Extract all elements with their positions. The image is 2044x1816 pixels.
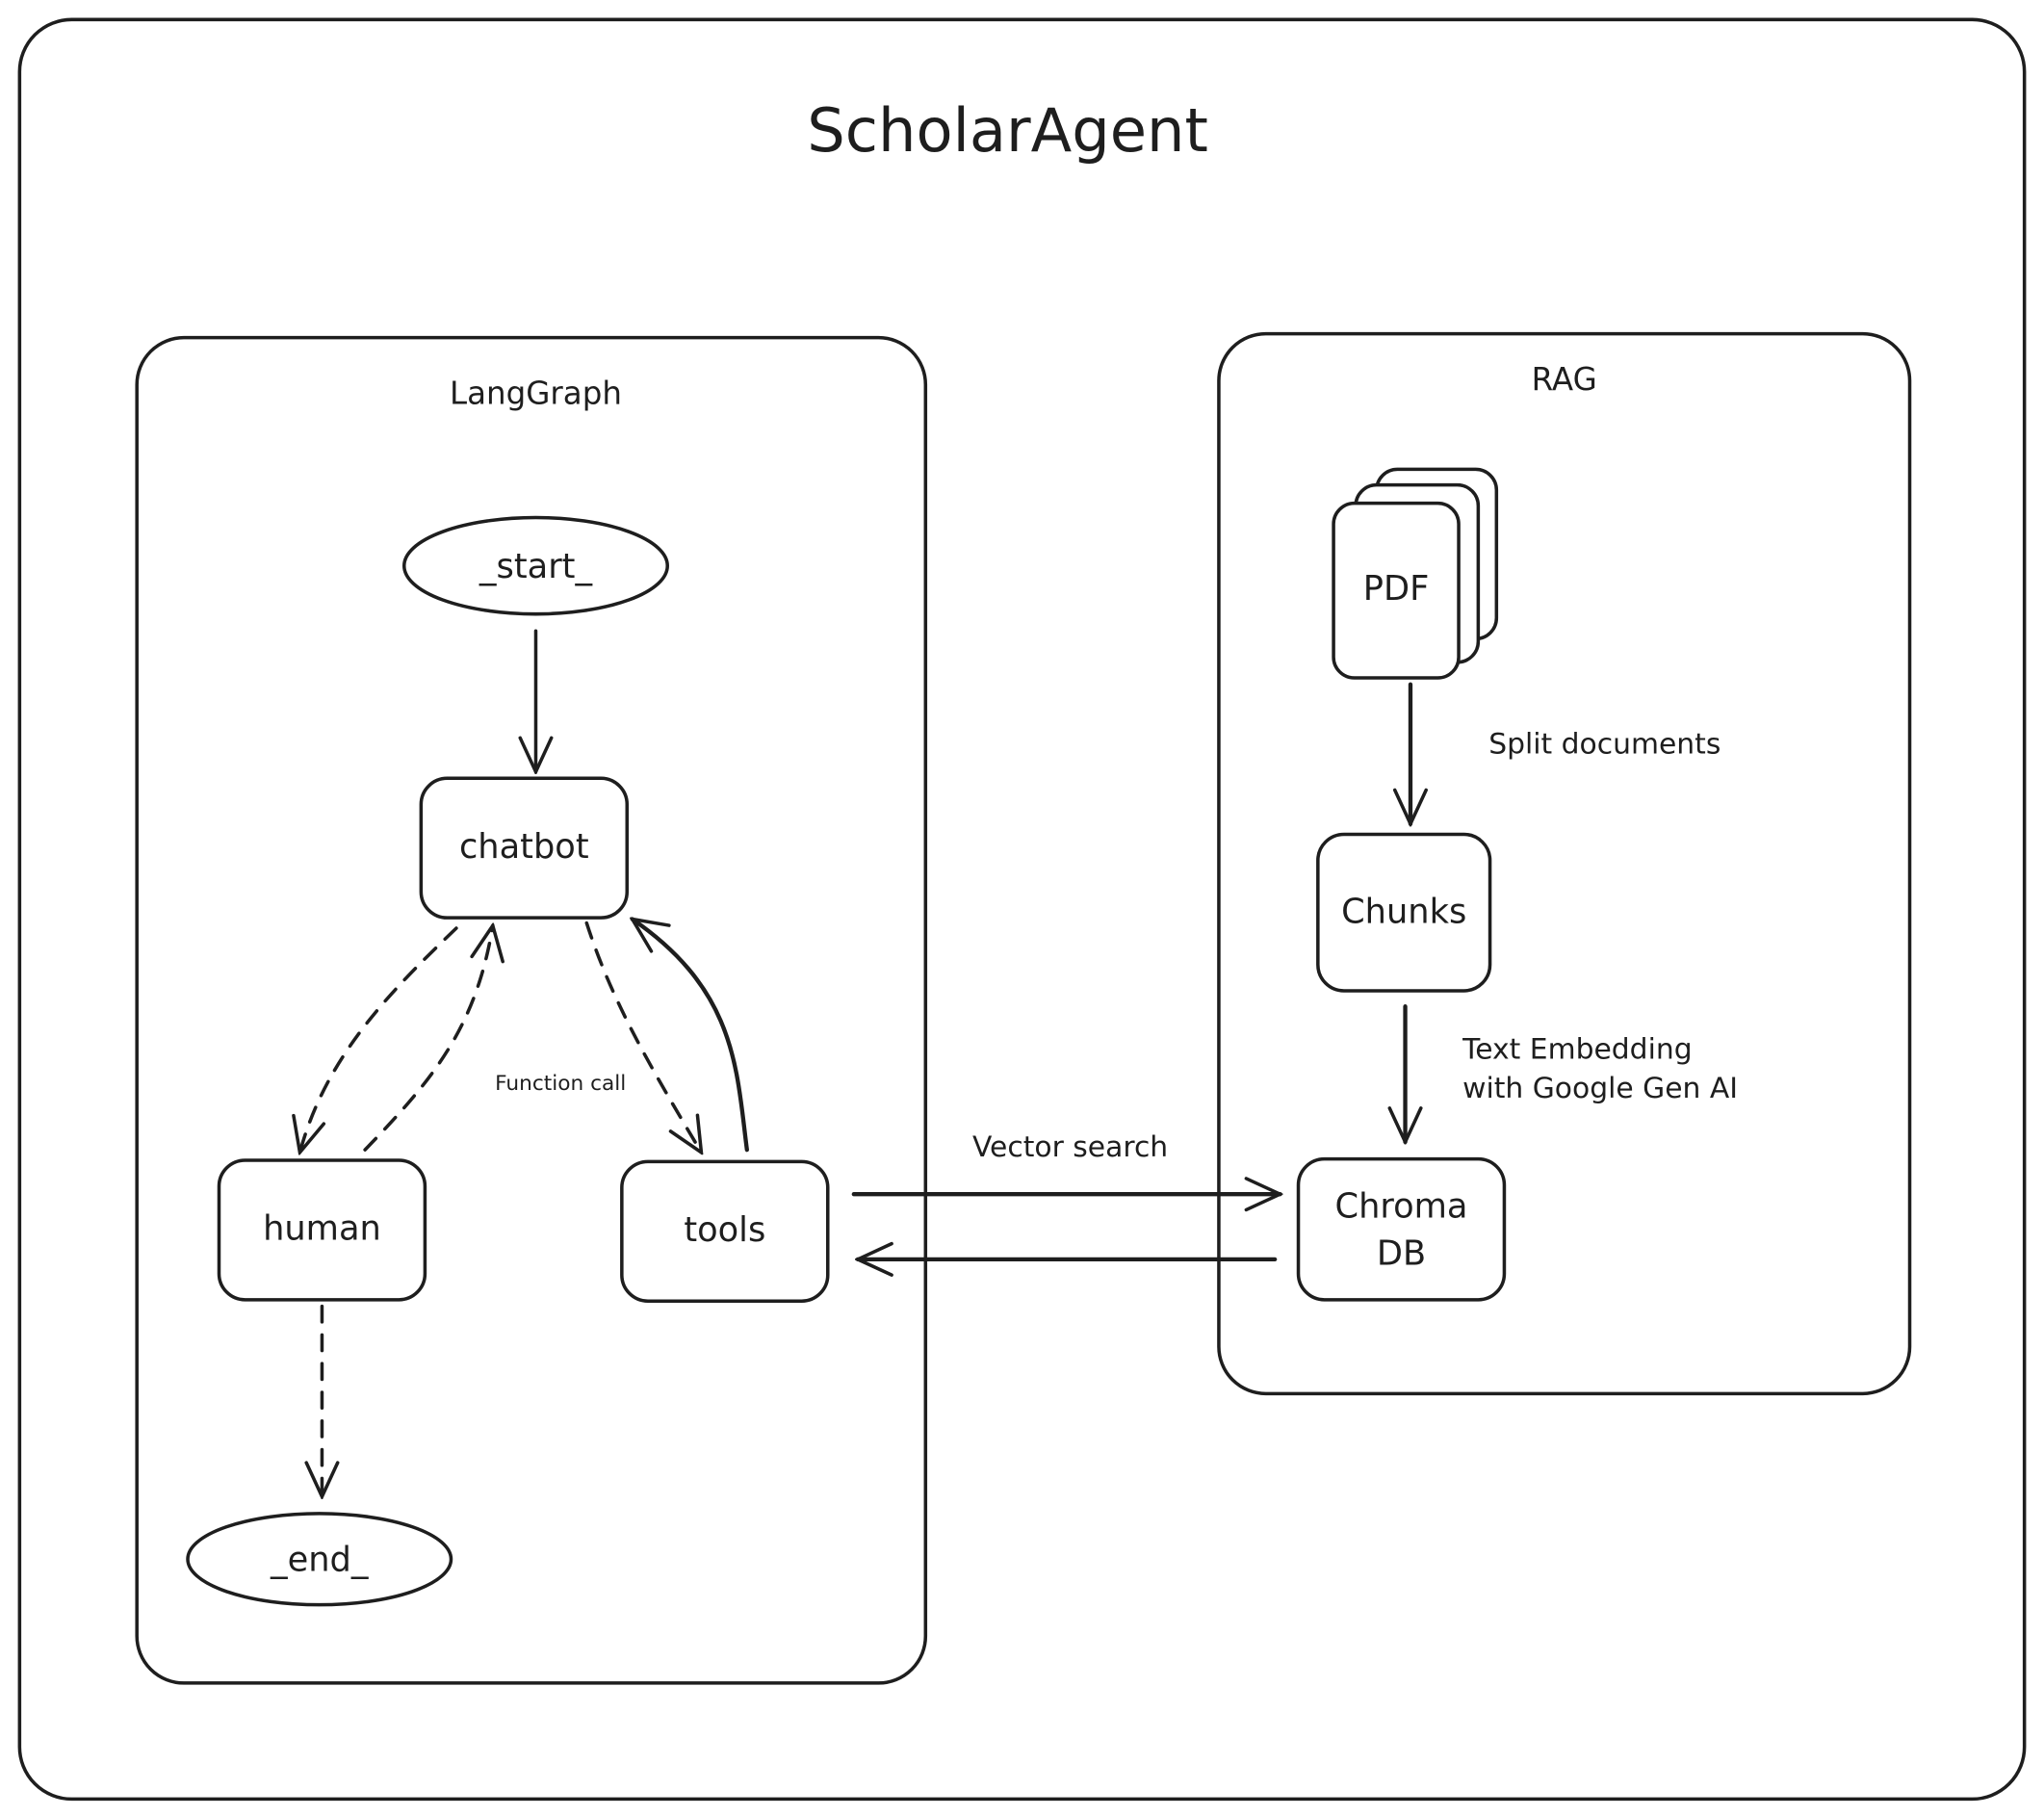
edge-chatbot-to-human [299, 926, 458, 1153]
start-node-label: _start_ [479, 547, 593, 586]
chunks-node[interactable] [1316, 832, 1492, 993]
chroma-db-label-line2: DB [1377, 1233, 1426, 1273]
edge-chatbot-to-tools [584, 921, 701, 1153]
chroma-db-label-line1: Chroma [1335, 1187, 1468, 1227]
tools-node[interactable] [620, 1159, 830, 1303]
vector-search-label: Vector search [972, 1130, 1168, 1164]
chatbot-node[interactable] [419, 776, 630, 920]
human-node[interactable] [217, 1158, 427, 1302]
split-documents-label: Split documents [1488, 728, 1721, 762]
edge-human-to-chatbot [363, 925, 493, 1152]
langgraph-group [135, 335, 928, 1685]
edge-tools-to-chatbot [633, 920, 749, 1153]
diagram-title: ScholarAgent [807, 95, 1208, 166]
text-embedding-label-line1: Text Embedding [1462, 1032, 1693, 1066]
pdf-node[interactable]: PDF [1332, 467, 1499, 680]
rag-group-label: RAG [1532, 361, 1597, 398]
langgraph-group-label: LangGraph [450, 376, 622, 412]
end-node[interactable] [186, 1512, 453, 1607]
end-node-label: _end_ [270, 1540, 369, 1579]
chatbot-node-label: chatbot [459, 827, 589, 867]
start-node[interactable] [401, 515, 669, 616]
human-node-label: human [263, 1209, 381, 1249]
pdf-node-label: PDF [1363, 569, 1430, 609]
chroma-db-node[interactable] [1296, 1156, 1507, 1302]
chunks-node-label: Chunks [1341, 893, 1466, 932]
text-embedding-label-line2: with Google Gen AI [1462, 1072, 1738, 1105]
function-call-label: Function call [495, 1072, 626, 1096]
tools-node-label: tools [684, 1210, 765, 1250]
pdf-page-front [1332, 501, 1461, 680]
